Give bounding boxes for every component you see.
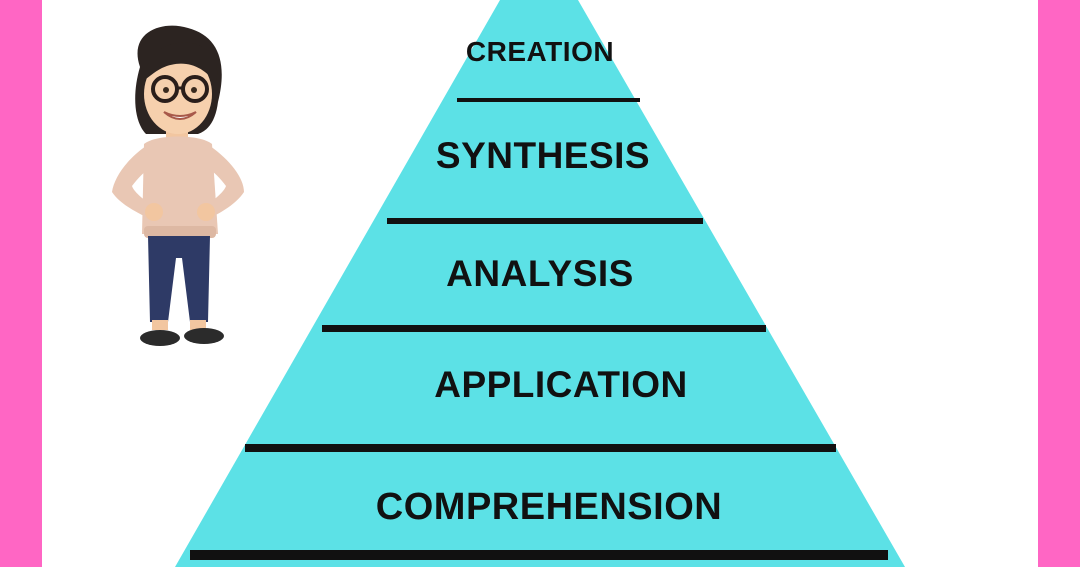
level-label-creation: CREATION [465, 36, 615, 67]
level-label-comprehension: COMPREHENSION [375, 486, 723, 528]
right-pink-border [1038, 0, 1080, 567]
left-pink-border [0, 0, 42, 567]
divider-line-4 [245, 444, 836, 452]
pyramid-shape [175, 0, 905, 567]
level-label-synthesis: SYNTHESIS [435, 135, 651, 176]
teacher-avatar-icon [112, 25, 244, 346]
divider-line-1 [457, 98, 640, 102]
level-label-analysis: ANALYSIS [446, 253, 634, 294]
divider-line-2 [387, 218, 703, 224]
level-label-application: APPLICATION [434, 364, 688, 405]
divider-line-3 [322, 325, 766, 332]
divider-line-5 [190, 550, 888, 560]
